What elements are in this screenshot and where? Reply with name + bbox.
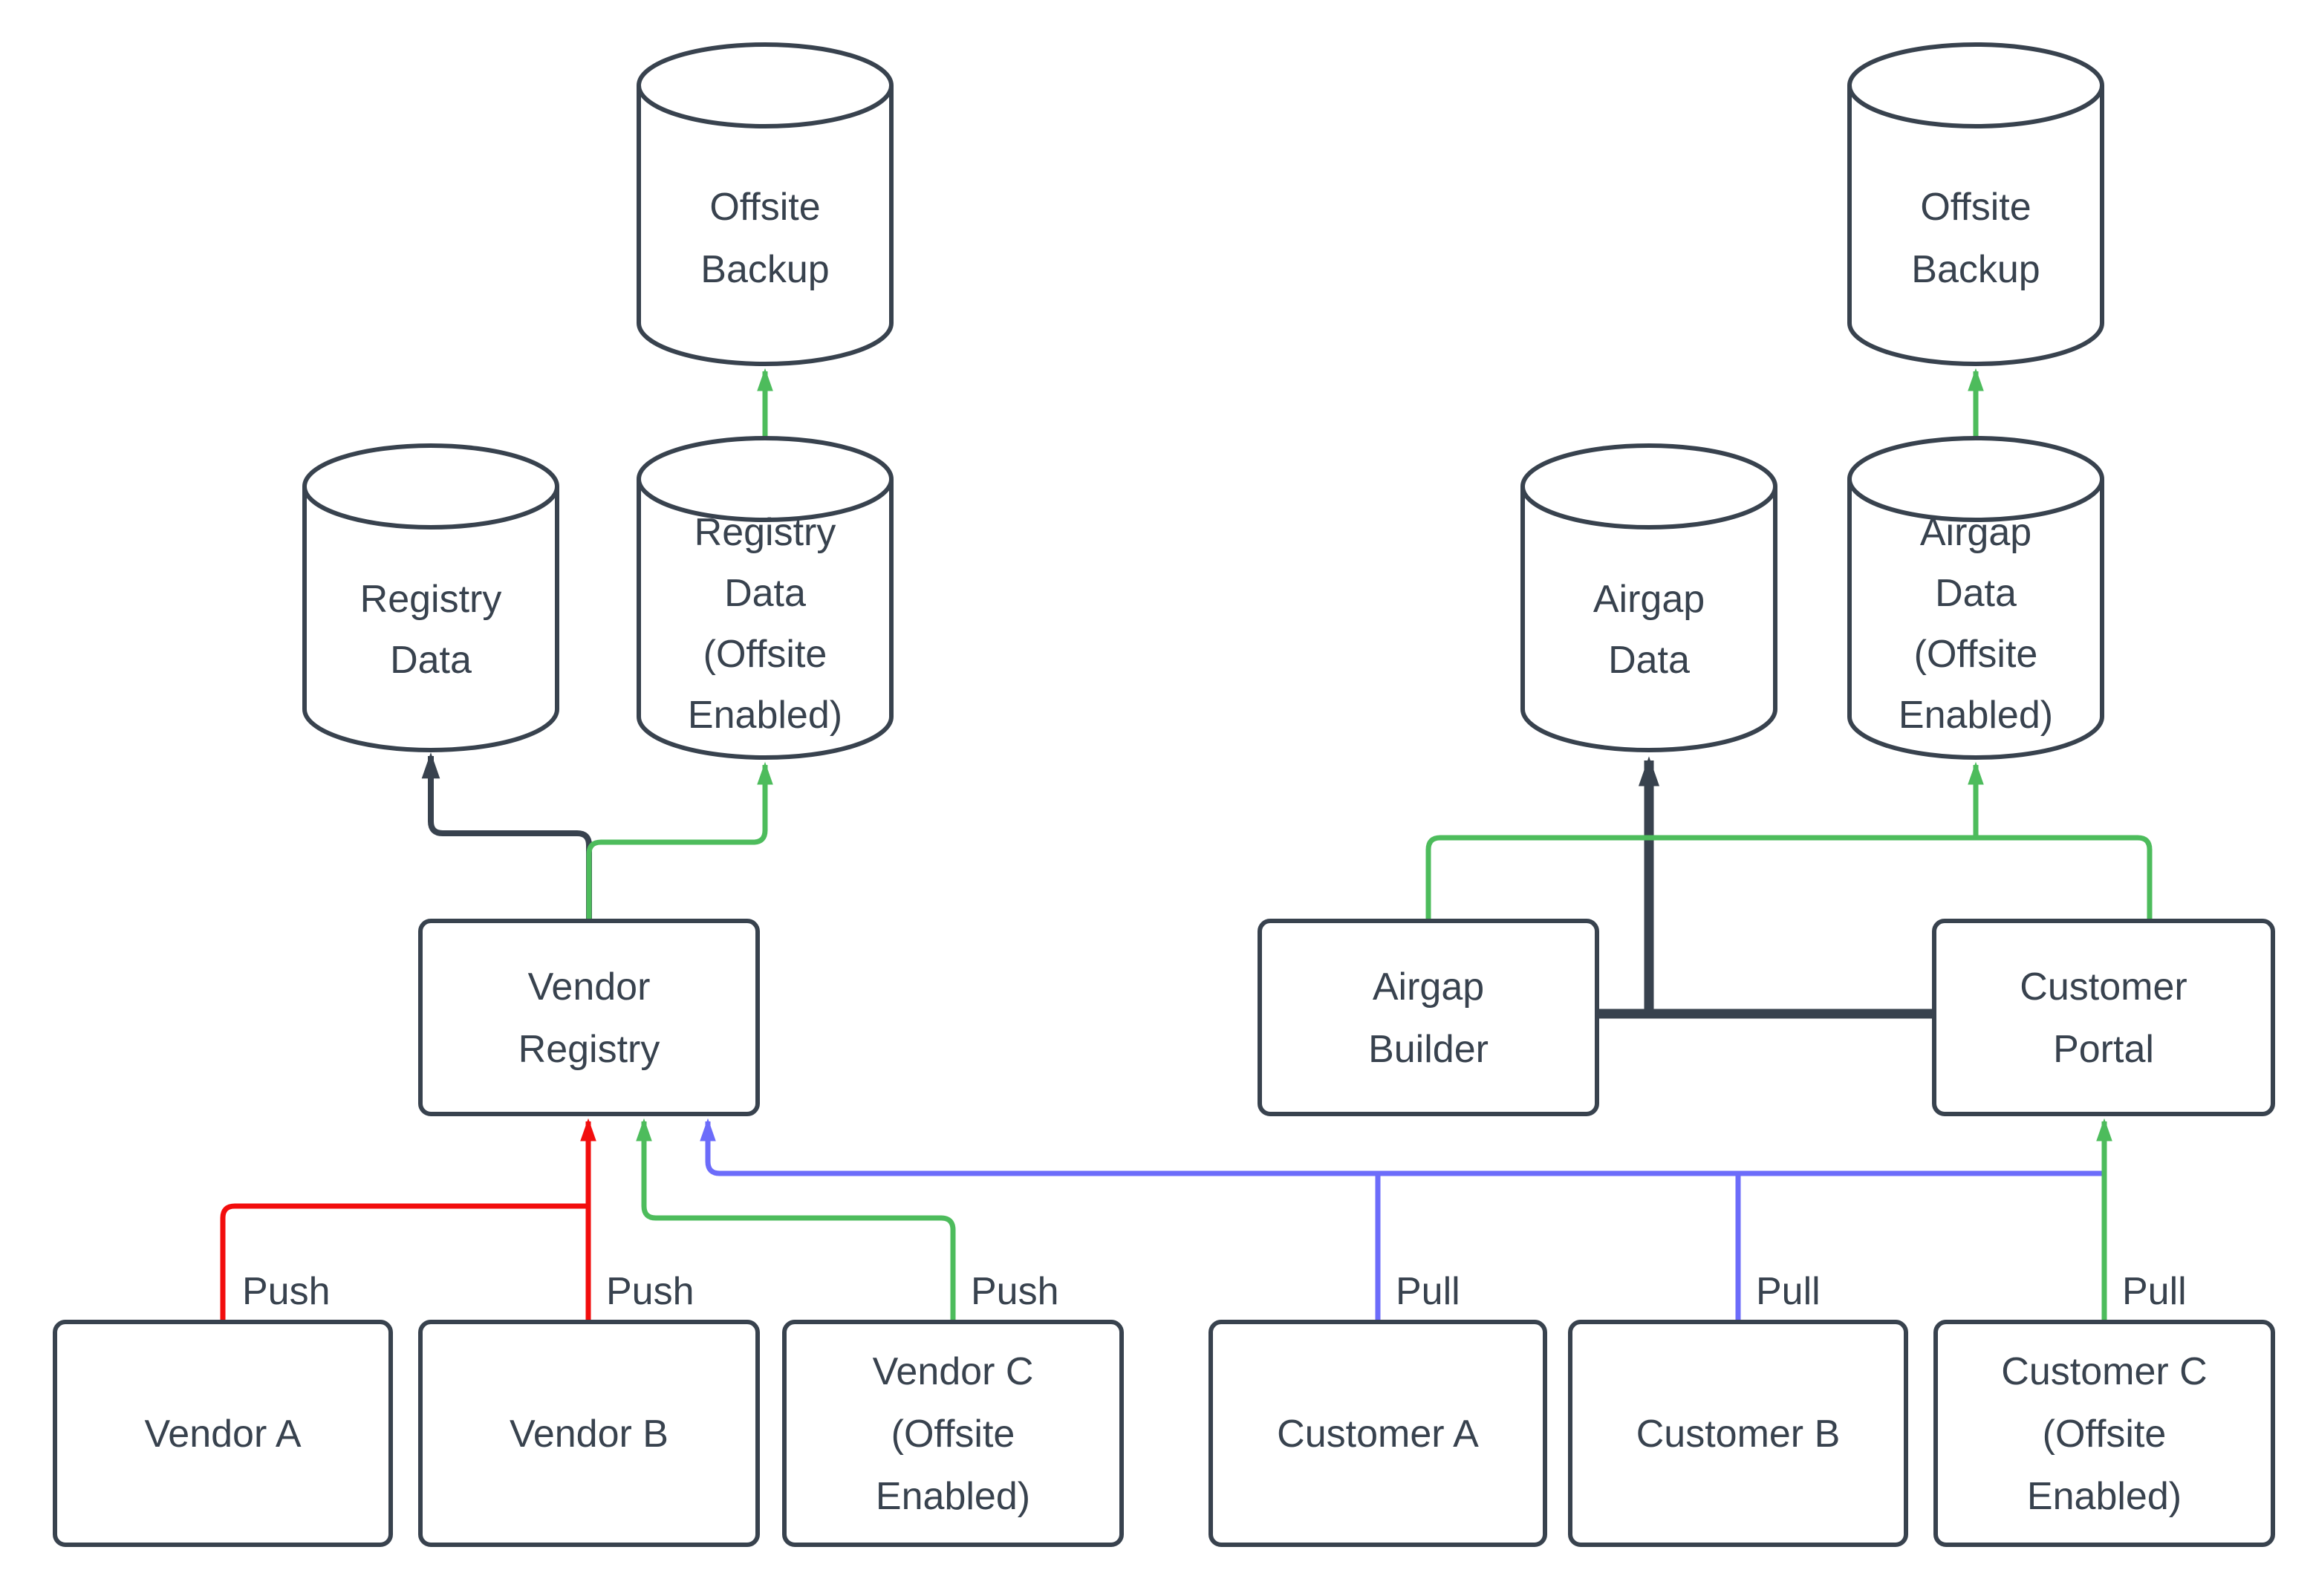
- offsite-backup-right-cylinder-top: [1847, 42, 2104, 128]
- vendor-c-box: [782, 1320, 1124, 1547]
- vendor-c-label: Vendor C: [873, 1350, 1034, 1393]
- offsite-backup-right-cylinder: [1847, 85, 2104, 366]
- offsite-backup-right-label: Offsite: [1920, 186, 2031, 229]
- airgap-data-label: Data: [1608, 639, 1690, 682]
- customer-c-label: Enabled): [2027, 1475, 2182, 1518]
- airgap-data-offsite-label: Airgap: [1920, 511, 2031, 554]
- node-airgap-builder: Airgap Builder: [1258, 919, 1599, 1116]
- customer-b-label: Customer B: [1636, 1413, 1841, 1456]
- edge-vendor-registry-to-registry-data-offsite: [586, 761, 773, 921]
- vendor-a-box: [53, 1320, 393, 1547]
- node-airgap-data-offsite: Airgap Data (Offsite Enabled): [1847, 436, 2104, 760]
- offsite-backup-left-cylinder-top: [637, 42, 894, 128]
- edge-vendor-registry-to-registry-data: [421, 752, 592, 921]
- customer-portal-box: [1932, 919, 2275, 1116]
- node-customer-portal: Customer Portal: [1932, 919, 2275, 1116]
- vendor-b-label: Vendor B: [510, 1413, 668, 1456]
- airgap-data-offsite-label: Enabled): [1899, 694, 2053, 737]
- vendor-registry-label: Registry: [518, 1028, 660, 1071]
- push-label-vendor-c: Push: [971, 1270, 1059, 1313]
- push-label-vendor-b: Push: [606, 1270, 694, 1313]
- vendor-registry-box: [418, 919, 760, 1116]
- airgap-data-offsite-label: (Offsite: [1914, 633, 2038, 676]
- edge-pull-bus-to-vendor-registry: [700, 1118, 2104, 1176]
- customer-c-box: [1933, 1320, 2275, 1547]
- offsite-backup-right-label: Backup: [1911, 248, 2040, 291]
- vendor-registry-label: Vendor: [528, 965, 651, 1009]
- node-offsite-backup-right: Offsite Backup: [1847, 42, 2104, 366]
- registry-data-offsite-cylinder: [637, 479, 894, 760]
- edge-vendor-a-push: [220, 1203, 588, 1322]
- registry-data-offsite-label: Data: [724, 572, 806, 615]
- airgap-data-offsite-label: Data: [1935, 572, 2017, 615]
- offsite-backup-left-label: Backup: [700, 248, 829, 291]
- registry-data-cylinder: [302, 486, 559, 752]
- customer-c-label: Customer C: [2001, 1350, 2207, 1393]
- airgap-data-cylinder: [1520, 486, 1777, 752]
- registry-data-offsite-label: Registry: [694, 511, 836, 554]
- node-customer-a: Customer A: [1208, 1320, 1547, 1547]
- customer-b-box: [1568, 1320, 1908, 1547]
- registry-data-offsite-cylinder-top: [637, 436, 894, 522]
- pull-label-customer-a: Pull: [1396, 1270, 1460, 1313]
- node-customer-c: Customer C (Offsite Enabled): [1933, 1320, 2275, 1547]
- vendor-b-box: [418, 1320, 760, 1547]
- edge-vendor-c-push: [636, 1118, 956, 1322]
- vendor-c-label: (Offsite: [891, 1413, 1015, 1456]
- node-vendor-c: Vendor C (Offsite Enabled): [782, 1320, 1124, 1547]
- customer-c-label: (Offsite: [2043, 1413, 2167, 1456]
- node-vendor-b: Vendor B: [418, 1320, 760, 1547]
- registry-data-cylinder-top: [302, 443, 559, 530]
- registry-data-offsite-label: (Offsite: [703, 633, 827, 676]
- registry-data-label: Registry: [360, 578, 502, 621]
- airgap-builder-label: Airgap: [1373, 965, 1484, 1009]
- node-vendor-a: Vendor A: [53, 1320, 393, 1547]
- airgap-data-cylinder-top: [1520, 443, 1777, 530]
- registry-data-offsite-label: Enabled): [688, 694, 842, 737]
- offsite-backup-left-label: Offsite: [709, 186, 820, 229]
- node-vendor-registry: Vendor Registry: [418, 919, 760, 1116]
- airgap-builder-box: [1258, 919, 1599, 1116]
- node-customer-b: Customer B: [1568, 1320, 1908, 1547]
- airgap-builder-label: Builder: [1368, 1028, 1489, 1071]
- vendor-a-label: Vendor A: [144, 1413, 301, 1456]
- airgap-data-offsite-cylinder-top: [1847, 436, 2104, 522]
- vendor-c-label: Enabled): [876, 1475, 1030, 1518]
- node-registry-data: Registry Data: [302, 443, 559, 752]
- offsite-backup-left-cylinder: [637, 85, 894, 366]
- node-airgap-data: Airgap Data: [1520, 443, 1777, 752]
- airgap-data-label: Airgap: [1593, 578, 1705, 621]
- edge-airgap-builder-to-customer-portal-green: [1425, 835, 2153, 921]
- pull-label-customer-c: Pull: [2122, 1270, 2187, 1313]
- airgap-data-offsite-cylinder: [1847, 479, 2104, 760]
- customer-portal-label: Customer: [2020, 965, 2187, 1009]
- pull-label-customer-b: Pull: [1756, 1270, 1821, 1313]
- node-offsite-backup-left: Offsite Backup: [637, 42, 894, 366]
- customer-portal-label: Portal: [2053, 1028, 2154, 1071]
- node-registry-data-offsite: Registry Data (Offsite Enabled): [637, 436, 894, 760]
- customer-a-box: [1208, 1320, 1547, 1547]
- registry-data-label: Data: [390, 639, 472, 682]
- push-label-vendor-a: Push: [242, 1270, 331, 1313]
- customer-a-label: Customer A: [1277, 1413, 1479, 1456]
